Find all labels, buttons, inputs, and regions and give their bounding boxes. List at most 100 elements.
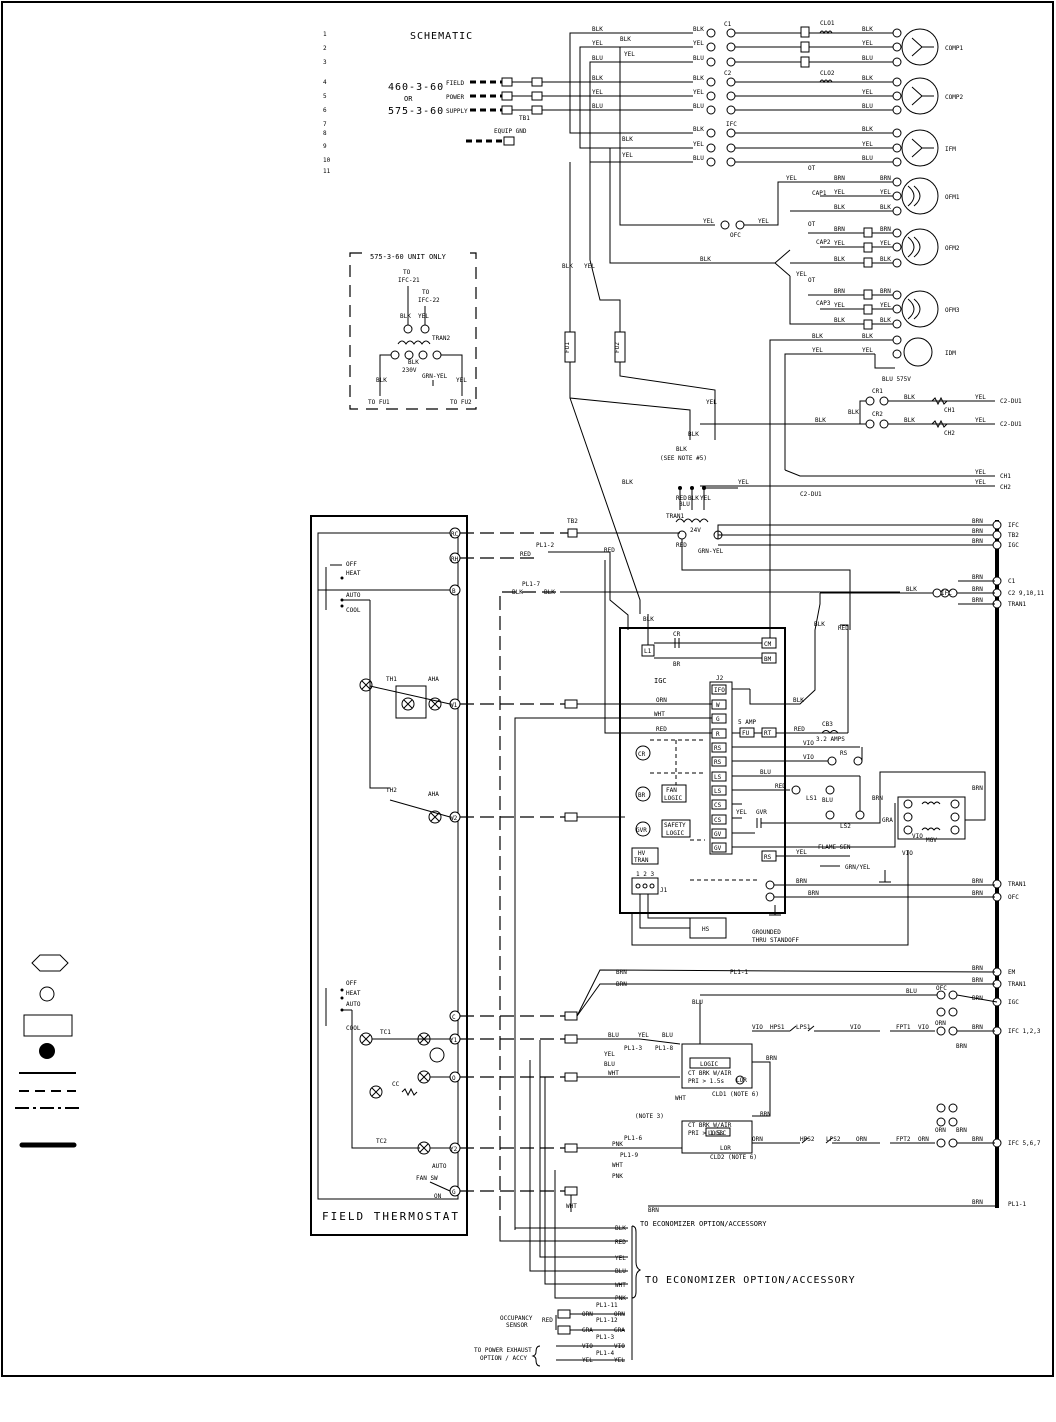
svg-text:PL1-8: PL1-8 [655,1045,673,1052]
svg-text:WHT: WHT [612,1162,623,1169]
svg-text:VIO: VIO [614,1343,625,1350]
svg-text:OT: OT [808,277,816,284]
comp2-motor: COMP2 [892,77,963,115]
svg-text:BRN: BRN [972,965,983,972]
svg-text:YEL: YEL [693,141,704,148]
svg-text:ORN: ORN [935,1127,946,1134]
svg-text:ORN: ORN [582,1311,593,1318]
svg-text:BLK: BLK [693,26,704,33]
svg-text:BLK: BLK [906,586,917,593]
svg-text:YEL: YEL [622,152,633,159]
svg-text:BLU: BLU [693,155,704,162]
j2-pins: IFO W G R RS RS LS LS CS CS GV GV [711,684,727,853]
svg-text:RH: RH [451,556,459,563]
ifm-motor: IFM [892,128,956,167]
svg-text:WHT: WHT [608,1070,619,1077]
svg-text:HS: HS [702,926,710,933]
svg-text:8: 8 [323,130,327,137]
svg-text:AHA: AHA [428,791,439,798]
c1-contactor: C1 [706,21,736,67]
svg-text:IFC 1,2,3: IFC 1,2,3 [1008,1028,1041,1035]
svg-text:IFC 5,6,7: IFC 5,6,7 [1008,1140,1041,1147]
svg-text:RED: RED [542,1317,553,1324]
svg-text:LPS2: LPS2 [826,1136,841,1143]
svg-text:HEAT: HEAT [346,990,361,997]
svg-text:BRN: BRN [972,1199,983,1206]
svg-text:BRN: BRN [972,597,983,604]
svg-text:IGC: IGC [1008,542,1019,549]
svg-text:FAN SW: FAN SW [416,1175,438,1182]
svg-text:C1: C1 [1008,578,1016,585]
svg-text:BLK: BLK [812,333,823,340]
svg-text:COOL: COOL [346,1025,361,1032]
svg-text:VIO: VIO [582,1343,593,1350]
svg-text:BRN: BRN [972,518,983,525]
equip-ground-lug [503,136,515,146]
svg-text:TH2: TH2 [386,787,397,794]
svg-text:GRN-YEL: GRN-YEL [422,373,448,380]
svg-text:CH2: CH2 [1000,484,1011,491]
svg-text:WHT: WHT [675,1095,686,1102]
svg-text:GROUNDED: GROUNDED [752,929,781,936]
ofm1-motor: OFM1 [892,177,960,216]
svg-text:CR1: CR1 [872,388,883,395]
svg-text:BLK: BLK [834,256,845,263]
svg-text:BLU 575V: BLU 575V [882,376,911,383]
svg-text:AUTO: AUTO [432,1163,447,1170]
svg-text:BRN: BRN [834,288,845,295]
svg-text:BRN: BRN [972,785,983,792]
svg-text:LS1: LS1 [806,795,817,802]
ofm3-motor: OFM3 [892,290,960,329]
svg-text:CR2: CR2 [872,411,883,418]
svg-text:ORN: ORN [656,697,667,704]
svg-text:BLK: BLK [862,126,873,133]
svg-text:BLU: BLU [862,55,873,62]
svg-text:VIO: VIO [918,1024,929,1031]
svg-text:BLK: BLK [880,317,891,324]
svg-text:TH1: TH1 [386,676,397,683]
svg-text:FU2: FU2 [614,342,621,353]
svg-text:IFM: IFM [945,146,956,153]
svg-text:OFM2: OFM2 [945,245,960,252]
svg-text:RED: RED [656,726,667,733]
svg-text:O: O [452,1075,456,1082]
svg-text:CLD2 (NOTE 6): CLD2 (NOTE 6) [710,1154,757,1161]
occupancy-and-power-exhaust: OCCUPANCY SENSOR RED ORN ORN PL1-11 PL1-… [474,1226,633,1367]
svg-text:230V: 230V [402,367,417,374]
svg-text:R: R [716,731,720,738]
svg-text:BLK: BLK [643,616,654,623]
svg-text:GRN-YEL: GRN-YEL [698,548,724,555]
svg-text:CR: CR [638,751,646,758]
svg-text:OT: OT [808,221,816,228]
svg-text:TO FU2: TO FU2 [450,399,472,406]
svg-text:VIO: VIO [912,833,923,840]
svg-text:YEL: YEL [604,1051,615,1058]
svg-text:W2: W2 [450,815,458,822]
svg-text:CR: CR [673,631,681,638]
svg-text:CB3: CB3 [822,721,833,728]
svg-text:FLAME SEN: FLAME SEN [818,844,851,851]
svg-text:FIELD THERMOSTAT: FIELD THERMOSTAT [322,1210,460,1223]
thermostat-outline [310,515,468,1236]
svg-text:YEL: YEL [880,240,891,247]
svg-text:CLO2: CLO2 [820,70,835,77]
svg-text:C2: C2 [724,70,732,77]
svg-text:YEL: YEL [703,218,714,225]
svg-text:W1: W1 [450,702,458,709]
legend-component-symbol [23,1014,73,1037]
svg-text:BRN: BRN [872,795,883,802]
svg-text:BLU: BLU [679,501,690,508]
svg-text:TC2: TC2 [376,1138,387,1145]
svg-text:PRI > 1.5s: PRI > 1.5s [688,1078,725,1085]
svg-text:COOL: COOL [346,607,361,614]
svg-text:OCCUPANCY: OCCUPANCY [500,1315,533,1322]
svg-text:YEL: YEL [758,218,769,225]
svg-text:YEL: YEL [975,417,986,424]
svg-text:BRN: BRN [616,969,627,976]
svg-text:GV: GV [714,831,722,838]
svg-text:RED: RED [676,495,687,502]
c2-contactor: C2 [706,70,736,115]
svg-text:BLU: BLU [906,988,917,995]
